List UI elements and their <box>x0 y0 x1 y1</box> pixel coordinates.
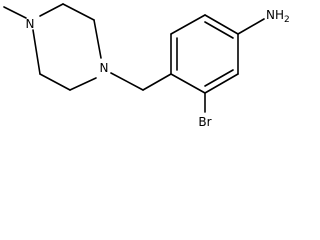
bond-ch2-ring <box>142 73 172 91</box>
bond-ring-c5-c6 <box>204 73 239 94</box>
bond-c-top-c-top-right <box>62 3 95 21</box>
bond-ring-nh2 <box>237 18 265 35</box>
atom-label-n4: N <box>26 17 35 31</box>
bond-ring-c5-c6-double <box>204 69 234 87</box>
bond-c-top-right-n1 <box>93 19 102 59</box>
chemical-structure-diagram: N N NH2 Br <box>3 3 290 129</box>
bond-n1-c-bottom <box>69 77 97 91</box>
bond-n1-ch2 <box>110 72 144 91</box>
bond-ring-c3-c4 <box>204 14 239 35</box>
atom-label-nh2-subscript: 2 <box>284 15 290 25</box>
bond-ring-c2-c3 <box>170 14 206 35</box>
atom-label-nh2: NH2 <box>266 8 290 25</box>
bond-c-bottom-left-n4 <box>32 29 41 75</box>
atom-label-nh2-main: NH <box>266 8 284 22</box>
atom-label-br: Br <box>198 115 211 129</box>
bond-ring-c6-c1 <box>170 73 206 94</box>
atom-label-n1: N <box>100 61 109 75</box>
bond-ring-c3-c4-double <box>204 21 234 39</box>
bond-c-bottom-c-bottom-left <box>39 73 71 91</box>
bond-methyl-n4 <box>3 6 27 19</box>
bond-n4-c-top <box>39 3 64 17</box>
